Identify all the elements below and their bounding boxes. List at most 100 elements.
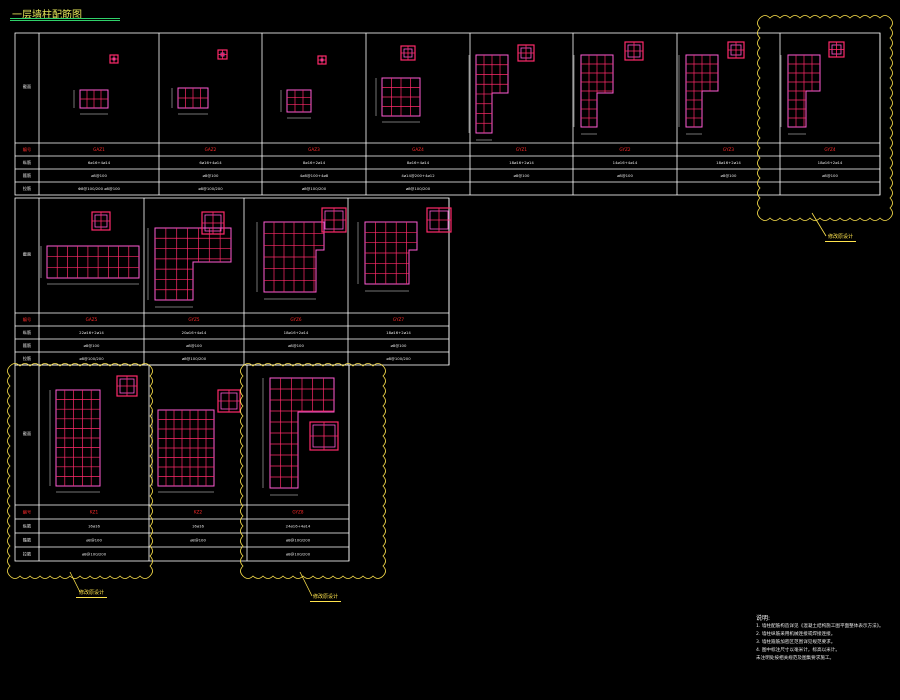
column-stirrup: ⌀8@100 [203,173,219,178]
column-stirrup: 4⌀8@100+4⌀8 [300,173,329,178]
notes-block: 说明: 1. 墙柱配筋构造详见《混凝土结构施工图平面整体表示方法》。 2. 墙柱… [756,615,896,663]
column-rebar: 18⌀16+2⌀14 [284,330,309,335]
column-rebar: 6⌀16+4⌀14 [199,160,222,165]
column-rebar: 16⌀16 [88,524,101,529]
notes-item: 3. 墙柱箍筋加密区范围详见规范要求。 [756,640,836,645]
section-gaz4 [375,77,421,123]
stirrup-outline [269,377,335,489]
column-rebar: 6⌀16+4⌀14 [88,160,111,165]
row-label-section: 截面 [23,83,31,90]
cloud-label-3: 修改原设计 [310,592,342,602]
column-rebar: 14⌀16+4⌀14 [613,160,638,165]
detail-gaz5 [91,211,111,231]
column-tie: ⌀8@100/200 [286,552,311,557]
column-rebar: 18⌀16+2⌀14 [716,160,741,165]
detail-gyz4 [828,41,845,58]
column-stirrup: ⌀8@100 [822,173,838,178]
row-label: 拉筋 [23,185,31,192]
column-tie: ⌀8@100/200 [406,186,431,191]
column-stirrup: ⌀8@100 [617,173,633,178]
leader-line [299,571,313,597]
column-stirrup: ⌀8@100 [91,173,107,178]
table-row1 [14,32,881,196]
column-rebar: 18⌀16+2⌀14 [509,160,534,165]
column-id: GYZ6 [290,317,301,322]
column-tie: ⌀8@100/200 [79,356,104,361]
detail-kz1 [116,375,138,397]
section-gaz3 [280,89,312,119]
column-id: GYZ8 [292,510,303,515]
stirrup-outline [286,89,312,113]
detail-gyz1 [517,44,535,62]
row-label-section: 截面 [23,251,31,258]
detail-gyz5 [201,211,225,235]
cloud-label-1: 修改原设计 [825,232,857,242]
column-stirrup: ⌀8@100 [721,173,737,178]
detail-gyz7 [426,207,452,233]
column-id: KZ1 [90,510,99,515]
section-kz1 [49,389,101,493]
revision-cloud-1 [757,15,893,221]
column-stirrup: ⌀8@100 [84,343,100,348]
detail-gaz3 [317,55,327,65]
column-id: GYZ3 [723,147,734,152]
section-kz2 [151,409,215,493]
section-gyz3 [678,54,719,135]
row-label: 拉筋 [23,551,31,558]
detail-kz2 [217,389,241,413]
section-gyz2 [573,54,614,135]
column-tie: ⌀8@100/200 [386,356,411,361]
column-id: GAZ3 [308,147,320,152]
detail-gaz1 [109,54,119,64]
column-rebar: 18⌀16+2⌀14 [386,330,411,335]
row-label: 编号 [23,146,31,153]
column-rebar: 8⌀16+2⌀14 [303,160,326,165]
column-stirrup: 4⌀14@200+4⌀12 [401,173,435,178]
detail-gyz3 [727,41,745,59]
stirrup-outline [46,245,140,279]
column-rebar: 24⌀16+4⌀14 [286,524,311,529]
stirrup-outline [263,221,325,293]
column-rebar: 18⌀16+2⌀14 [818,160,843,165]
notes-title: 说明: [756,615,771,622]
section-gaz1 [73,89,109,115]
column-id: GAZ2 [205,147,217,152]
notes-item: 1. 墙柱配筋构造详见《混凝土结构施工图平面整体表示方法》。 [756,624,884,629]
row-label: 编号 [23,316,31,323]
column-stirrup: ⌀8@100/200 [286,538,311,543]
column-stirrup: ⌀8@100 [514,173,530,178]
column-stirrup: ⌀8@100 [86,538,102,543]
column-tie: ⌀8@100/200 [182,356,207,361]
column-tie: ⌀8@100/200 [198,186,223,191]
column-stirrup: ⌀8@100 [391,343,407,348]
revision-cloud-2 [7,363,153,579]
revision-cloud-3 [240,363,386,579]
row-label: 箍筋 [23,537,31,544]
section-gyz7 [357,221,418,292]
column-id: KZ2 [194,510,203,515]
column-id: GYZ5 [188,317,199,322]
column-rebar: 8⌀16+4⌀14 [407,160,430,165]
column-rebar: 16⌀16 [192,524,205,529]
column-id: GAZ4 [412,147,424,152]
row-label: 纵筋 [23,159,31,166]
column-id: GAZ5 [86,317,98,322]
leader-line [69,571,81,593]
detail-gaz2 [217,49,228,60]
column-rebar: 22⌀16+2⌀14 [79,330,104,335]
cloud-label-2: 修改原设计 [76,588,108,598]
column-id: GYZ1 [516,147,527,152]
section-gyz5 [147,227,232,308]
row-label: 纵筋 [23,329,31,336]
detail-gyz8 [309,421,339,451]
column-stirrup: ⌀8@100 [288,343,304,348]
section-gyz8 [262,377,335,496]
section-gyz6 [256,221,325,300]
row-label: 箍筋 [23,172,31,179]
column-stirrup: ⌀8@100 [190,538,206,543]
stirrup-outline [364,221,418,285]
section-gyz4 [780,54,821,135]
row-label: 编号 [23,509,31,516]
stirrup-outline [154,227,232,301]
